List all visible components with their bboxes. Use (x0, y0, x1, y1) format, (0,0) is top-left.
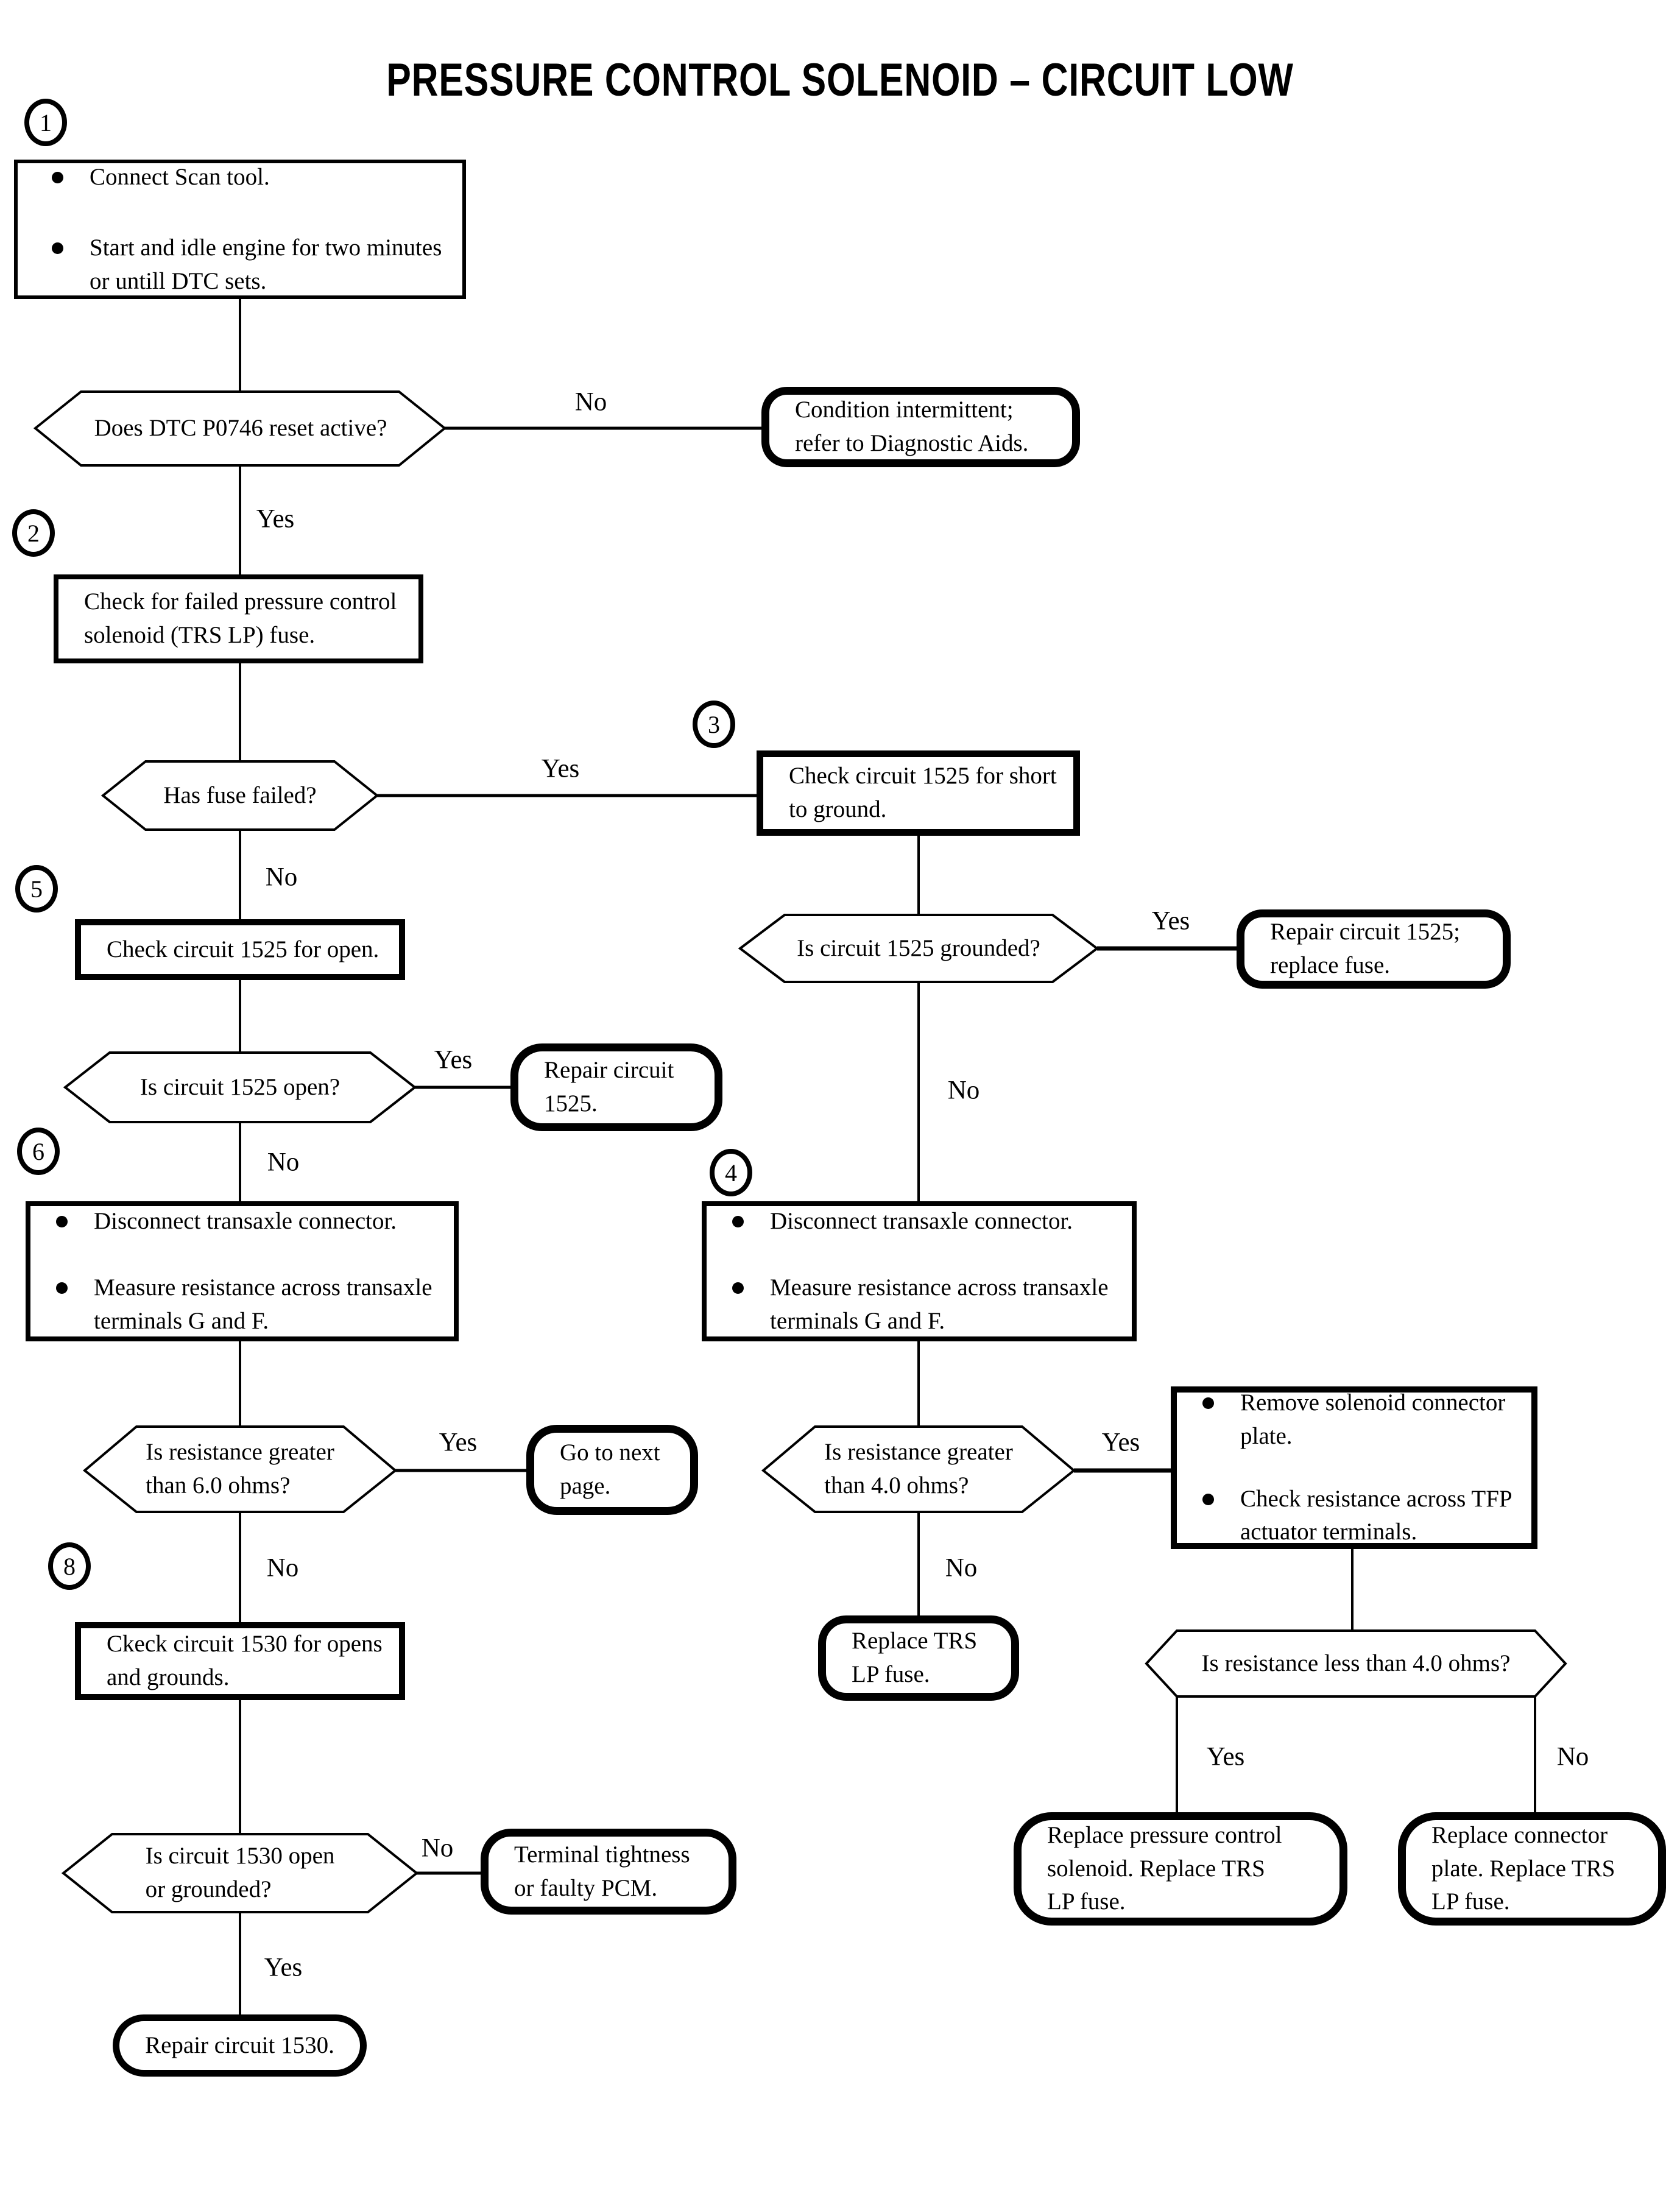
step-badge-5: 5 (15, 865, 58, 913)
edge-label-lt4-yes: Yes (1206, 1742, 1245, 1771)
connectors (239, 299, 1536, 2014)
decision-dtc-reset-shape (33, 390, 447, 467)
process-check-fuse: Check for failed pressure control soleno… (54, 574, 423, 663)
edge-label-res4-no: No (945, 1553, 978, 1583)
decision-1530-open: Is circuit 1530 open or grounded? (63, 1834, 417, 1912)
page-title: PRESSURE CONTROL SOLENOID – CIRCUIT LOW (386, 54, 1294, 106)
step-badge-6: 6 (17, 1128, 60, 1175)
process-check-1525-short-text: Check circuit 1525 for short to ground. (789, 763, 1057, 822)
decision-res-gt4: Is resistance greater than 4.0 ohms? (763, 1427, 1074, 1512)
decision-res-lt4-text: Is resistance less than 4.0 ohms? (1201, 1650, 1511, 1676)
terminal-replace-solenoid-text: Replace pressure control solenoid. Repla… (1047, 1822, 1282, 1915)
step-badge-2: 2 (12, 509, 55, 557)
decision-1525-open-text: Is circuit 1525 open? (139, 1073, 341, 1100)
bullet-item: Check resistance across TFP actuator ter… (1187, 1483, 1512, 1549)
process-check-1530-text: Ckeck circuit 1530 for opens and grounds… (107, 1631, 383, 1690)
terminal-go-next-page: Go to next page. (526, 1425, 698, 1515)
decision-1525-open-shape (63, 1051, 417, 1123)
decision-fuse-failed-shape (101, 760, 379, 831)
decision-1530-open-text: Is circuit 1530 open or grounded? (145, 1843, 335, 1902)
terminal-condition-intermittent: Condition intermittent; refer to Diagnos… (761, 387, 1080, 467)
decision-res-gt6-text: Is resistance greater than 6.0 ohms? (146, 1439, 334, 1499)
step-badge-1: 1 (24, 99, 67, 146)
process-disconnect-right: Disconnect transaxle connector. Measure … (702, 1201, 1137, 1341)
disconnect-right-bullet-list: Disconnect transaxle connector. Measure … (716, 1205, 1109, 1338)
decision-shapes (33, 390, 1567, 1913)
edge-label-open-no: No (267, 1148, 300, 1177)
process-check-1525-short: Check circuit 1525 for short to ground. (757, 750, 1080, 836)
decision-res-lt4-shape (1145, 1629, 1567, 1698)
terminal-replace-trs-fuse: Replace TRS LP fuse. (818, 1615, 1019, 1701)
terminal-condition-intermittent-text: Condition intermittent; refer to Diagnos… (795, 397, 1029, 456)
terminal-replace-solenoid: Replace pressure control solenoid. Repla… (1014, 1812, 1347, 1926)
decision-dtc-reset: Does DTC P0746 reset active? (67, 392, 414, 465)
edge-label-fuse-no: No (265, 863, 298, 892)
step-badge-4: 4 (710, 1149, 752, 1196)
edge-label-res6-yes: Yes (439, 1428, 478, 1457)
bullet-item: Disconnect transaxle connector. (716, 1205, 1109, 1238)
edge-label-dtc-no: No (574, 387, 607, 417)
decision-res-lt4: Is resistance less than 4.0 ohms? (1146, 1631, 1565, 1696)
decision-1525-open: Is circuit 1525 open? (65, 1053, 415, 1122)
bullet-item: Disconnect transaxle connector. (40, 1205, 432, 1238)
terminal-repair-1525: Repair circuit 1525. (510, 1043, 722, 1131)
terminal-tightness-pcm: Terminal tightness or faulty PCM. (481, 1829, 736, 1915)
terminal-repair-1530: Repair circuit 1530. (113, 2014, 367, 2077)
terminal-repair-1530-text: Repair circuit 1530. (145, 2032, 334, 2058)
process-remove-plate: Remove solenoid connector plate. Check r… (1171, 1386, 1537, 1549)
terminal-replace-plate: Replace connector plate. Replace TRS LP … (1398, 1812, 1666, 1926)
terminal-replace-plate-text: Replace connector plate. Replace TRS LP … (1431, 1822, 1615, 1915)
start-bullet-list: Connect Scan tool. Start and idle engine… (36, 161, 442, 298)
remove-plate-bullet-list: Remove solenoid connector plate. Check r… (1187, 1386, 1512, 1548)
edge-label-grounded-yes: Yes (1151, 906, 1190, 936)
decision-fuse-failed: Has fuse failed? (103, 761, 377, 830)
edge-label-fuse-yes: Yes (541, 754, 580, 783)
decision-res-gt4-text: Is resistance greater than 4.0 ohms? (824, 1439, 1013, 1499)
bullet-item: Start and idle engine for two minutes or… (36, 231, 442, 298)
decision-dtc-reset-text: Does DTC P0746 reset active? (94, 415, 387, 442)
decision-res-gt6: Is resistance greater than 6.0 ohms? (85, 1427, 395, 1512)
terminal-repair-1525-text: Repair circuit 1525. (544, 1057, 674, 1117)
edge-label-lt4-no: No (1556, 1742, 1589, 1771)
terminal-replace-trs-fuse-text: Replace TRS LP fuse. (852, 1628, 978, 1687)
process-check-1525-open-text: Check circuit 1525 for open. (107, 936, 379, 962)
decision-res-gt6-shape (82, 1425, 398, 1513)
process-check-1525-open: Check circuit 1525 for open. (75, 919, 405, 980)
process-check-1530: Ckeck circuit 1530 for opens and grounds… (75, 1622, 405, 1700)
disconnect-left-bullet-list: Disconnect transaxle connector. Measure … (40, 1205, 432, 1338)
step-badge-3: 3 (693, 701, 735, 748)
bullet-item: Connect Scan tool. (36, 161, 442, 194)
decision-fuse-failed-text: Has fuse failed? (163, 782, 317, 808)
decision-1530-open-shape (61, 1833, 419, 1913)
terminal-tightness-pcm-text: Terminal tightness or faulty PCM. (514, 1841, 690, 1901)
edge-label-res4-yes: Yes (1101, 1428, 1140, 1457)
edge-label-1530-no: No (421, 1834, 454, 1863)
decision-1525-grounded-shape (738, 914, 1099, 983)
decision-res-gt4-shape (761, 1425, 1076, 1513)
edge-label-open-yes: Yes (434, 1045, 473, 1075)
edge-label-res6-no: No (266, 1553, 299, 1583)
edge-label-dtc-yes: Yes (256, 504, 295, 534)
decision-1525-grounded-text: Is circuit 1525 grounded? (797, 934, 1040, 961)
process-check-fuse-text: Check for failed pressure control soleno… (84, 588, 397, 648)
bullet-item: Measure resistance across transaxle term… (716, 1271, 1109, 1338)
bullet-item: Remove solenoid connector plate. (1187, 1386, 1512, 1453)
bullet-item: Measure resistance across transaxle term… (40, 1271, 432, 1338)
terminal-repair-1525-fuse: Repair circuit 1525; replace fuse. (1237, 909, 1511, 989)
terminal-go-next-page-text: Go to next page. (560, 1439, 660, 1499)
terminal-repair-1525-fuse-text: Repair circuit 1525; replace fuse. (1270, 919, 1460, 978)
decision-1525-grounded: Is circuit 1525 grounded? (740, 915, 1097, 982)
step-badge-8: 8 (48, 1542, 91, 1590)
process-start: Connect Scan tool. Start and idle engine… (14, 160, 466, 299)
edge-label-grounded-no: No (947, 1076, 980, 1105)
edge-label-1530-yes: Yes (264, 1953, 303, 1982)
process-disconnect-left: Disconnect transaxle connector. Measure … (26, 1201, 459, 1341)
